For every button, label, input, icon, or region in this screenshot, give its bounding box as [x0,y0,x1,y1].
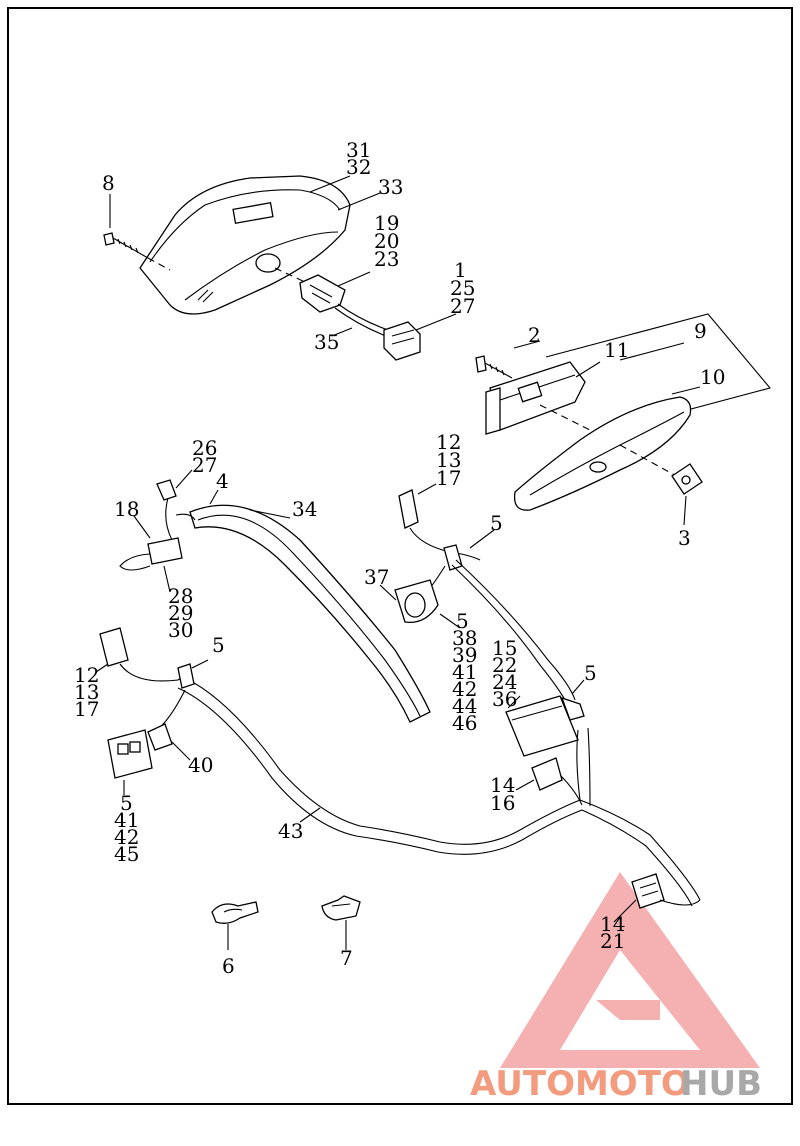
callout-29: 29 [168,601,193,625]
callout-5-center: 5 [490,511,503,535]
callout-37: 37 [364,565,389,589]
callout-5-left: 5 [212,633,225,657]
callout-13-left: 13 [74,680,99,704]
callout-38: 38 [452,626,477,650]
callout-42-left: 42 [114,825,139,849]
clip-7 [321,895,361,921]
cover-10 [513,396,692,511]
logo-triangle-notch [596,1000,660,1020]
callout-36: 36 [492,687,517,711]
callout-1: 1 [454,258,467,282]
callout-32: 32 [346,155,371,179]
callout-26: 26 [192,436,217,460]
callout-10: 10 [700,365,725,389]
callout-46: 46 [452,711,477,735]
callout-45: 45 [114,842,139,866]
automotohub-logo [500,872,760,1068]
callout-2: 2 [528,323,541,347]
callout-42-center: 42 [452,677,477,701]
callout-41-center: 41 [452,660,477,684]
clip-6 [211,901,259,924]
diagram-border [7,7,793,1105]
callout-14-mid: 14 [490,773,515,797]
module-bracket [485,313,771,441]
callout-40: 40 [188,753,213,777]
callout-5-mid: 5 [456,609,469,633]
callout-41-left: 41 [114,808,139,832]
callout-25: 25 [450,276,475,300]
callout-20: 20 [374,229,399,253]
callout-23: 23 [374,247,399,271]
connector-14-21 [631,873,701,909]
callout-24: 24 [492,670,517,694]
callout-30: 30 [168,618,193,642]
callout-4: 4 [216,469,229,493]
callout-12-left: 12 [74,663,99,687]
callout-27-left: 27 [192,453,217,477]
callout-14-lower: 14 [600,912,625,936]
wordmark-hub: HUB [680,1064,762,1104]
logo-triangle-inner [560,950,700,1050]
callout-5-lower-left: 5 [120,791,133,815]
screw-8 [103,232,171,271]
harness-43 [177,677,701,907]
callout-12-center: 12 [436,430,461,454]
nut-3 [619,444,703,495]
harness-34 [189,504,431,723]
connector-box-36 [505,695,585,757]
lamp-connector [274,267,421,361]
callout-28: 28 [168,584,193,608]
callouts: 31 32 33 8 19 20 23 1 25 27 35 2 9 11 10… [74,138,725,978]
automotohub-wordmark: AUTOMOTO HUB [470,1064,762,1104]
callout-27-upper: 27 [450,294,475,318]
callout-5-right: 5 [584,661,597,685]
callout-22: 22 [492,653,517,677]
callout-13-center: 13 [436,448,461,472]
callout-6: 6 [222,954,235,978]
callout-21: 21 [600,929,625,953]
callout-16: 16 [490,791,515,815]
callout-7: 7 [340,946,353,970]
callout-19: 19 [374,211,399,235]
connector-group-left-upper [119,479,196,571]
screw-2 [475,355,513,379]
leader-lines [95,175,701,950]
callout-43: 43 [278,819,303,843]
wordmark-automoto: AUTOMOTO [470,1064,690,1104]
tail-lamp-housing [139,175,351,315]
callout-34: 34 [292,497,317,521]
callout-39: 39 [452,643,477,667]
callout-15: 15 [492,636,517,660]
callout-31: 31 [346,138,371,162]
callout-11: 11 [604,338,629,362]
callout-17-left: 17 [74,697,99,721]
connector-group-left-lower [99,627,195,779]
callout-18: 18 [114,497,139,521]
callout-33: 33 [378,175,403,199]
connector-group-center [394,489,576,703]
callout-8: 8 [102,171,115,195]
callout-3: 3 [678,526,691,550]
callout-9: 9 [694,319,707,343]
callout-17-center: 17 [436,466,461,490]
callout-35: 35 [314,330,339,354]
callout-44: 44 [452,694,477,718]
